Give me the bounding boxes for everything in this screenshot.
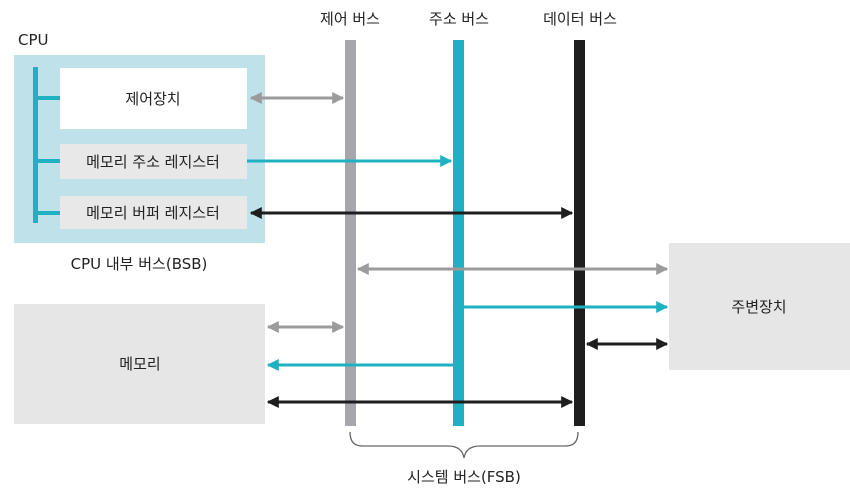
control-unit-label: 제어장치	[125, 90, 180, 108]
data-bus-label: 데이터 버스	[543, 10, 617, 28]
control-unit-box	[60, 68, 247, 129]
peripheral-label: 주변장치	[731, 298, 786, 316]
system-bus-label: 시스템 버스(FSB)	[407, 468, 521, 486]
cpu-internal-bus-label: CPU 내부 버스(BSB)	[71, 255, 208, 273]
peripheral-box	[669, 243, 850, 370]
cpu-internal-bus-branch-control-unit	[33, 96, 60, 100]
memory-label: 메모리	[119, 355, 160, 373]
mbr-label: 메모리 버퍼 레지스터	[86, 204, 220, 222]
cpu-internal-bus-branch-mar	[33, 159, 60, 163]
memory-box	[14, 304, 265, 424]
cpu-label: CPU	[18, 31, 49, 49]
cpu-internal-bus-branch-mbr	[33, 211, 60, 215]
data-bus-bar	[574, 40, 585, 426]
mar-box	[60, 144, 247, 179]
mbr-box	[60, 196, 247, 229]
mar-label: 메모리 주소 레지스터	[86, 153, 220, 171]
control-bus-bar	[345, 40, 356, 426]
address-bus-bar	[453, 40, 464, 426]
cpu-internal-bus-spine	[33, 67, 38, 223]
address-bus-label: 주소 버스	[429, 10, 489, 28]
system-bus-brace	[349, 431, 579, 459]
control-bus-label: 제어 버스	[320, 10, 380, 28]
